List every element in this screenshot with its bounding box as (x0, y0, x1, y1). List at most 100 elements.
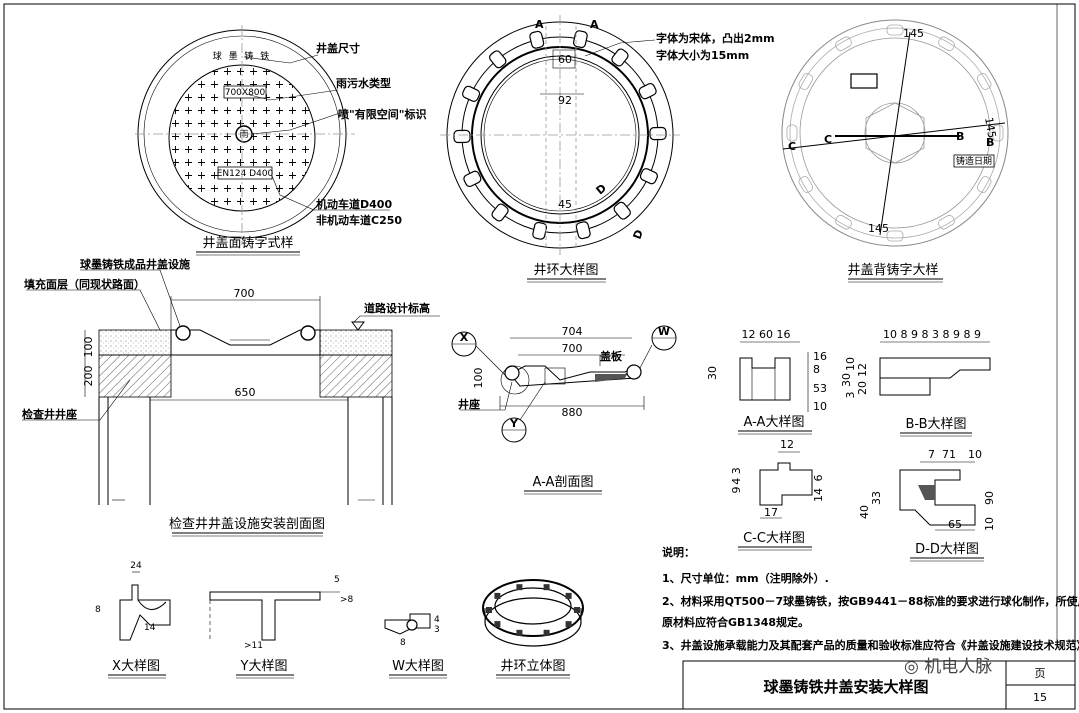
ring-3d-rib (516, 584, 523, 591)
back-rib (938, 36, 955, 52)
y-detail-8: >8 (340, 595, 354, 605)
back-rib (798, 176, 814, 193)
aa-detail-16: 16 (813, 350, 827, 363)
plate-size: 700X800 (225, 88, 266, 98)
dd-detail-40: 40 (858, 505, 871, 519)
caption-aa-section: A-A剖面图 (533, 475, 594, 490)
back-rib (976, 176, 992, 193)
page-label: 页 (1035, 667, 1046, 680)
ring-marker-a-right: A (590, 18, 599, 31)
install-dim-200: 200 (82, 366, 95, 387)
cover-size-label: 井盖尺寸 (316, 41, 360, 55)
ring-rib (638, 82, 657, 100)
cc-detail-9: 9 (730, 487, 743, 494)
note-2a: 2、材料采用QT500－7球墨铸铁，按GB9441－88标准的要求进行球化制作，… (662, 594, 1079, 608)
ductile-facility-label: 球墨铸铁成品井盖设施 (80, 257, 190, 271)
notes-block: 说明： 1、尺寸单位：mm（注明除外）. 2、材料采用QT500－7球墨铸铁，按… (662, 545, 1079, 652)
back-rib (798, 73, 814, 90)
ring-3d: 井环立体图 (482, 579, 584, 679)
aa-detail: 12 60 16 30 16 8 53 10 A-A大样图 (706, 328, 827, 435)
dd-detail-33: 33 (870, 491, 883, 505)
bb-detail-3: 3 (844, 392, 857, 399)
title-text: 球墨铸铁井盖安装大样图 (763, 678, 928, 696)
w-detail-8: 8 (400, 638, 406, 648)
install-section: 700 650 100 200 球墨铸铁成品井盖设施 填充面层（同现状路面） 道… (22, 257, 440, 537)
note-3: 3、井盖设施承载能力及其配套产品的质量和验收标准应符合《井盖设施建设技术规范》. (662, 638, 1079, 652)
install-dim-650: 650 (235, 386, 256, 399)
aa-detail-8: 8 (813, 363, 820, 376)
dd-detail-71: 71 (942, 448, 956, 461)
ring-3d-rib (486, 607, 492, 613)
font-note-1: 字体为宋体，凸出2mm (656, 31, 775, 45)
ring-rib (575, 221, 591, 240)
confined-space-label: 喷"有限空间"标识 (338, 107, 426, 121)
caption-ring-3d: 井环立体图 (500, 659, 565, 674)
dd-detail-65: 65 (948, 518, 962, 531)
ring-3d-rib (543, 629, 550, 636)
ring-rib (649, 126, 667, 141)
x-detail-8: 8 (95, 605, 101, 615)
ring-dim-92: 92 (558, 94, 572, 107)
ring-3d-rib (516, 629, 523, 636)
cc-detail-12: 12 (780, 438, 794, 451)
back-dim-145-bottom: 145 (868, 222, 889, 235)
ring-rib (463, 170, 482, 188)
title-block: 球墨铸铁井盖安装大样图 页 15 (682, 660, 1076, 710)
x-detail: 24 14 8 X大样图 (95, 561, 171, 679)
ring-3d-rib (494, 621, 501, 628)
w-detail: 8 4 3 W大样图 (384, 613, 447, 679)
ring-rib (613, 201, 631, 220)
cover-label: 盖板 (600, 349, 623, 363)
bb-detail: 10 8 9 8 3 8 9 8 9 12 20 30 3 10 B-B大样图 (840, 328, 991, 437)
sewage-type-label: 雨污水类型 (336, 76, 391, 90)
note-1: 1、尺寸单位：mm（注明除外）. (662, 571, 829, 585)
ring-rib (639, 168, 658, 185)
caption-aa-detail: A-A大样图 (744, 415, 805, 430)
aa-dim-100: 100 (472, 368, 485, 389)
ring-3d-rib (543, 584, 550, 591)
aa-detail-dims-top: 12 60 16 (742, 328, 791, 341)
ring-3d-rib (565, 592, 572, 599)
back-dim-145-top: 145 (903, 27, 924, 40)
dd-detail: 7 71 10 40 33 90 10 65 D-D大样图 (858, 448, 996, 562)
road-level-label: 道路设计标高 (364, 301, 430, 315)
bb-detail-dims-top: 10 8 9 8 3 8 9 8 9 (883, 328, 981, 341)
install-dim-700: 700 (234, 287, 255, 300)
bb-detail-30: 30 (840, 373, 853, 387)
y-detail-5: 5 (334, 575, 340, 585)
cc-detail-6: 6 (812, 475, 825, 482)
watermark-text: 机电人脉 (924, 657, 993, 677)
caption-ring-detail: 井环大样图 (533, 263, 598, 278)
marker-y: Y (509, 417, 519, 430)
dd-detail-10b: 10 (983, 517, 996, 531)
page-number: 15 (1033, 691, 1047, 704)
ring-rib (611, 48, 629, 67)
ring-rib (453, 129, 471, 144)
ring-3d-rib (565, 621, 572, 628)
dd-detail-7: 7 (928, 448, 935, 461)
back-marker-c: C (824, 133, 832, 146)
back-rib (886, 24, 904, 36)
non-motor-road-label: 非机动车道C250 (316, 213, 402, 227)
mfg-date-label: 铸造日期 (956, 155, 992, 167)
seat-label: 井座 (458, 397, 480, 411)
plate-top-text: 球 墨 铸 铁 (213, 50, 272, 62)
aa-dim-700: 700 (562, 342, 583, 355)
sheet-border (3, 3, 1076, 710)
watermark: ◎ 机电人脉 (904, 657, 993, 677)
dd-detail-90: 90 (983, 491, 996, 505)
caption-y-detail: Y大样图 (240, 659, 288, 674)
cc-detail-14: 14 (812, 488, 825, 502)
back-rib (992, 124, 1004, 142)
bb-detail-20: 20 (856, 381, 869, 395)
ring-rib (532, 221, 548, 240)
fill-layer-label: 填充面层（同现状路面） (24, 277, 145, 291)
ring-rib (529, 30, 545, 49)
back-dim-145-right: 145 (982, 116, 998, 139)
back-marker-b-right: B (986, 136, 994, 149)
caption-dd-detail: D-D大样图 (915, 542, 979, 557)
note-2b: 原材料应符合GB1348规定。 (662, 615, 809, 629)
cc-detail-17: 17 (764, 506, 778, 519)
aa-detail-30: 30 (706, 366, 719, 380)
cover-face-sample: 700X800 雨 EN124 D400 球 墨 铸 铁 井盖尺寸 雨污水类型 … (135, 25, 426, 256)
